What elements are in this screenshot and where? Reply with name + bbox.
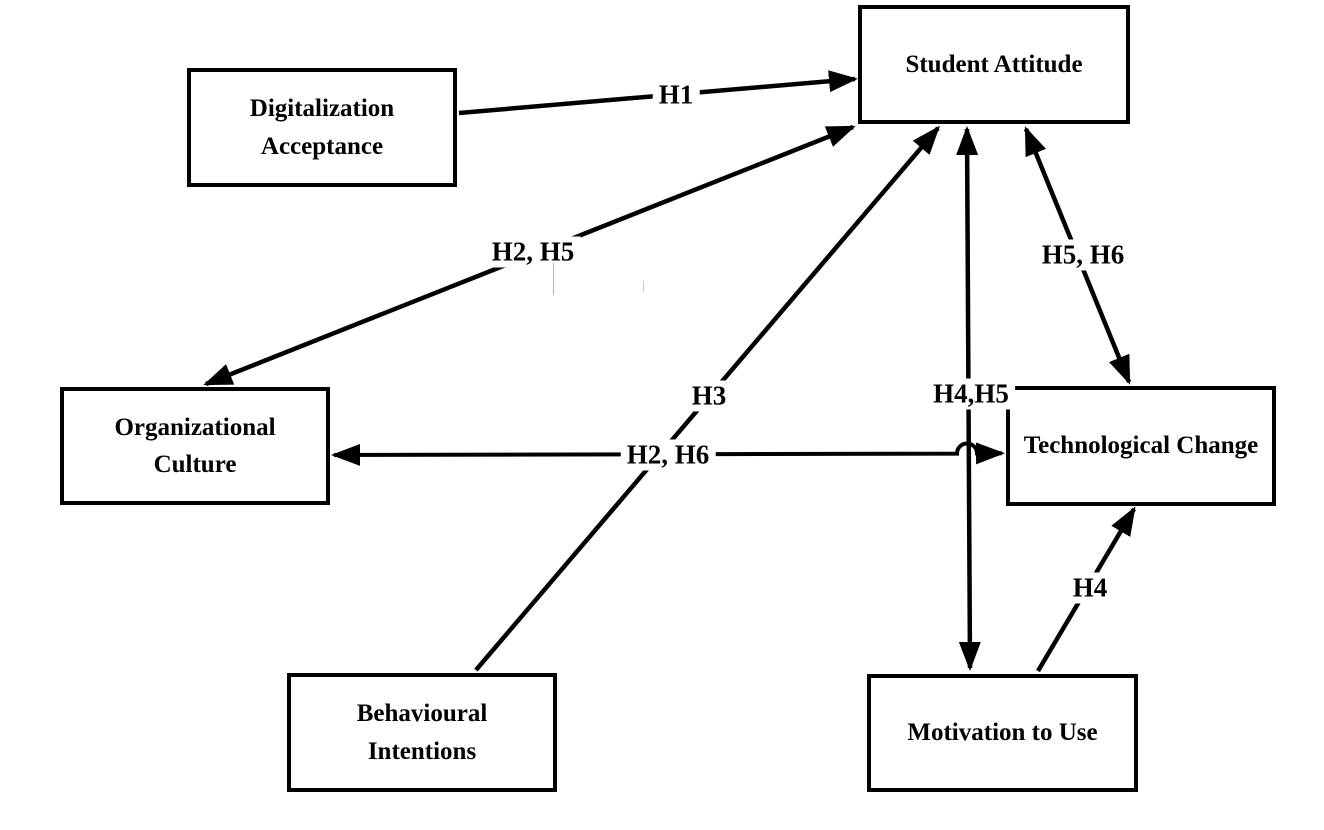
node-technological-change-label: Technological Change bbox=[1023, 432, 1259, 460]
connector-h2-h6-label: H2, H6 bbox=[620, 439, 716, 471]
node-organizational-culture: Organizational Culture bbox=[60, 387, 330, 505]
node-motivation-to-use: Motivation to Use bbox=[867, 674, 1138, 792]
connector-h1-label: H1 bbox=[652, 79, 700, 111]
node-behavioural-intentions-label: Behavioural Intentions bbox=[356, 700, 488, 765]
node-organizational-culture-label: Organizational Culture bbox=[114, 413, 276, 479]
node-digitalization-acceptance-label: Digitalization Acceptance bbox=[249, 95, 395, 160]
node-motivation-to-use-label: Motivation to Use bbox=[907, 719, 1098, 747]
node-student-attitude-label: Student Attitude bbox=[905, 50, 1083, 78]
connector-h3-label: H3 bbox=[685, 380, 733, 412]
node-technological-change: Technological Change bbox=[1006, 386, 1276, 506]
connector-h4-label: H4 bbox=[1066, 572, 1114, 604]
node-behavioural-intentions: Behavioural Intentions bbox=[287, 673, 557, 792]
connector-h5-h6-label: H5, H6 bbox=[1035, 239, 1131, 271]
scan-artifact-line bbox=[643, 281, 644, 291]
connector-h4-h5-label: H4,H5 bbox=[927, 378, 1015, 410]
node-student-attitude: Student Attitude bbox=[858, 5, 1130, 124]
connector-h2-h5-label: H2, H5 bbox=[485, 236, 581, 268]
node-digitalization-acceptance: Digitalization Acceptance bbox=[187, 68, 457, 187]
scan-artifact-line bbox=[553, 263, 554, 295]
